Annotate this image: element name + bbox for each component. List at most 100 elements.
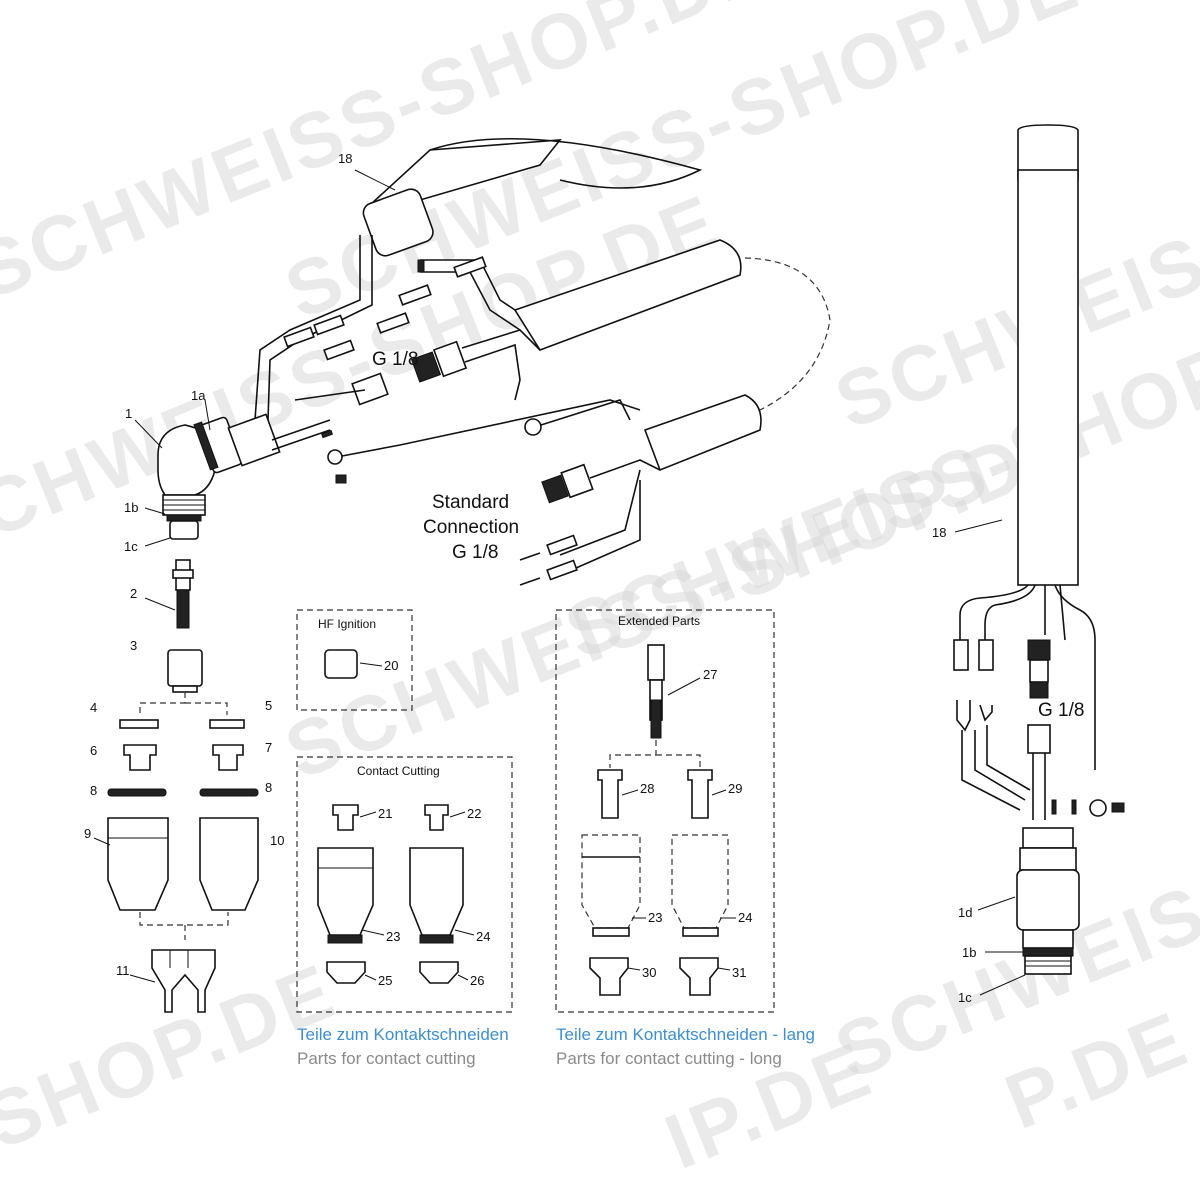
part-number: 1a — [191, 388, 206, 403]
cable-line — [519, 552, 541, 561]
cable-line — [464, 343, 521, 401]
threaded-fitting — [410, 340, 468, 383]
cable-line — [420, 271, 521, 331]
alt-branch — [609, 740, 701, 768]
handle-1d-body — [1016, 869, 1080, 931]
box-title: Contact Cutting — [357, 764, 440, 778]
hf-part-20 — [324, 649, 358, 679]
nozzle-21 — [332, 804, 359, 831]
caption-contact-de: Teile zum Kontaktschneiden — [297, 1025, 509, 1044]
part-number: 3 — [130, 638, 137, 653]
ring-terminal — [524, 418, 542, 436]
insulator-ring — [193, 421, 219, 471]
cable-line — [984, 584, 1036, 640]
cable-line — [559, 480, 641, 576]
left-torch-assembly — [107, 137, 831, 1013]
nut-fitting — [351, 372, 389, 406]
shield-cap-10 — [199, 817, 259, 911]
part-number: 7 — [265, 740, 272, 755]
threaded-fitting — [1029, 681, 1049, 699]
part-number: 25 — [378, 973, 392, 988]
part-number: 22 — [467, 806, 481, 821]
standoff-guide-11 — [151, 949, 216, 1013]
right-torch-assembly — [953, 124, 1125, 975]
ring-terminal — [1089, 799, 1107, 817]
part-number: 1 — [125, 406, 132, 421]
part-number: 24 — [738, 910, 752, 925]
handle-1d — [1019, 847, 1077, 871]
part-number: 28 — [640, 781, 654, 796]
part-number: 1c — [124, 539, 138, 554]
cable-line — [974, 730, 1026, 801]
part-number: 31 — [732, 965, 746, 980]
screw — [1071, 799, 1077, 815]
right-callouts: 18 G 1/8 1d 1b 1c — [932, 519, 1084, 1005]
part-number: 1b — [124, 500, 138, 515]
nut-fitting — [1027, 724, 1051, 754]
threaded-fitting — [541, 463, 594, 504]
cable-line — [341, 399, 641, 457]
sleeve-18 — [362, 188, 434, 257]
handle-collar — [227, 413, 281, 467]
part-number: 1d — [958, 905, 972, 920]
shield-23-long — [581, 834, 641, 929]
electrode-27 — [647, 644, 665, 681]
tip-26 — [419, 961, 459, 984]
cable-line — [254, 235, 361, 421]
shim-5 — [209, 719, 245, 729]
hf-ignition-box: HF Ignition 20 — [296, 609, 413, 711]
cable-line — [1054, 584, 1096, 770]
box-title: HF Ignition — [318, 617, 376, 631]
part-number: 4 — [90, 700, 97, 715]
tip-31 — [679, 957, 719, 996]
standard-connection-line: Connection — [423, 517, 519, 538]
nozzle-6 — [123, 744, 157, 771]
cable-line — [1059, 584, 1066, 641]
alt-branch — [139, 912, 229, 940]
part-number: 11 — [116, 963, 130, 978]
nozzle-22 — [424, 804, 449, 831]
part-number: 23 — [386, 929, 400, 944]
connector — [453, 256, 487, 278]
part-number: 26 — [470, 973, 484, 988]
part-number: 5 — [265, 698, 272, 713]
caption-long-en: Parts for contact cutting - long — [556, 1049, 782, 1068]
hose-tube — [643, 394, 762, 472]
cable-line — [589, 459, 661, 479]
cable-line — [461, 329, 541, 351]
threaded-fitting — [1027, 639, 1051, 661]
part-number: 8 — [90, 783, 97, 798]
g18-label: G 1/8 — [1038, 700, 1084, 721]
cable-line — [271, 429, 331, 451]
part-number: 9 — [84, 826, 91, 841]
part-number: 20 — [384, 658, 398, 673]
thread-1c-right — [1024, 955, 1072, 975]
cable-line — [986, 725, 1031, 791]
caption-contact-en: Parts for contact cutting — [297, 1049, 476, 1068]
cable-line — [519, 577, 541, 586]
electrode-tip — [176, 589, 190, 629]
caption-long-de: Teile zum Kontaktschneiden - lang — [556, 1025, 815, 1044]
part-number: 27 — [703, 667, 717, 682]
part-number: 6 — [90, 743, 97, 758]
screw — [417, 259, 425, 273]
shield-24 — [409, 847, 464, 936]
box-title: Extended Parts — [618, 614, 700, 628]
cable-line — [959, 584, 1029, 640]
threaded-fitting — [1029, 659, 1049, 683]
cable-outer — [429, 137, 703, 189]
left-callouts: 18 1 1a 1b 1c 2 3 4 5 6 7 8 8 9 10 11 — [84, 151, 396, 983]
shield-cap-9 — [107, 817, 169, 911]
nozzle-29 — [687, 769, 713, 819]
connector — [978, 639, 994, 671]
cable-line — [956, 700, 971, 732]
cable-line — [559, 469, 641, 556]
tip-25 — [326, 961, 366, 984]
part-number: 10 — [270, 833, 284, 848]
part-number: 21 — [378, 806, 392, 821]
cable-hose — [1017, 124, 1079, 181]
cable-line — [961, 730, 1021, 811]
ring-terminal — [327, 449, 343, 465]
hose-continuation — [744, 257, 831, 411]
